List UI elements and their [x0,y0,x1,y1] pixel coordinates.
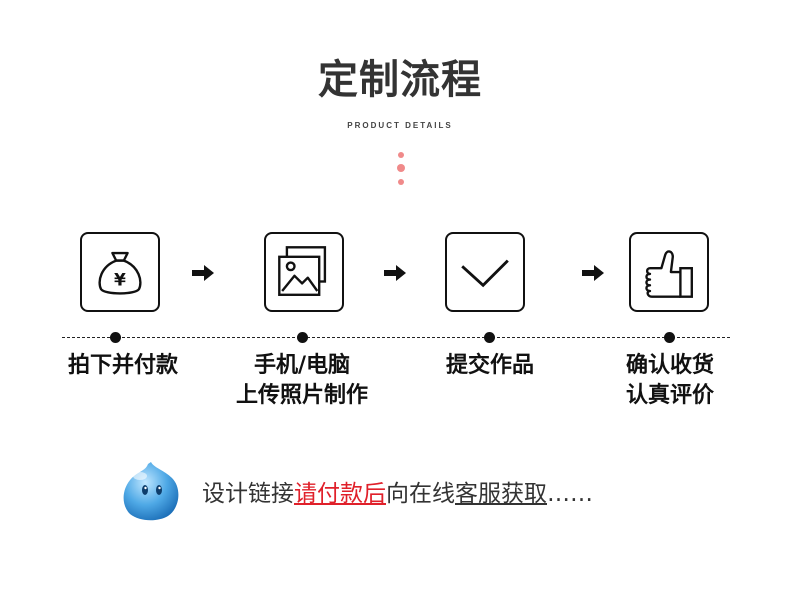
svg-text:¥: ¥ [114,270,126,290]
timeline-dot [110,332,121,343]
arrow-right-icon [192,265,214,281]
decorative-dots [395,150,407,190]
page-title: 定制流程 [318,57,482,103]
customer-service-text: 客服获取 [455,481,547,507]
step-4-label: 确认收货认真评价 [625,353,714,408]
payment-notice-link: 请付款后 [294,481,386,507]
step-3-label: 提交作品 [445,353,534,378]
timeline-dot [664,332,675,343]
page-subtitle: PRODUCT DETAILS [347,121,453,130]
step-3-icon-box [445,232,525,312]
photos-icon [278,246,327,296]
money-bag-icon: ¥ [98,251,142,295]
arrow-right-icon [582,265,604,281]
step-4-icon-box [629,232,709,312]
checkmark-icon [461,259,509,288]
timeline-dot [297,332,308,343]
step-2-icon-box [264,232,344,312]
thumbs-up-icon [645,250,693,298]
timeline-dot [484,332,495,343]
footer-note: 设计链接请付款后向在线客服获取…… [202,481,593,507]
chat-mascot-icon [123,462,179,521]
step-1-icon-box: ¥ [80,232,160,312]
timeline-line [62,337,730,338]
step-2-label: 手机/电脑上传照片制作 [235,353,368,408]
arrow-right-icon [384,265,406,281]
step-1-label: 拍下并付款 [67,353,178,378]
